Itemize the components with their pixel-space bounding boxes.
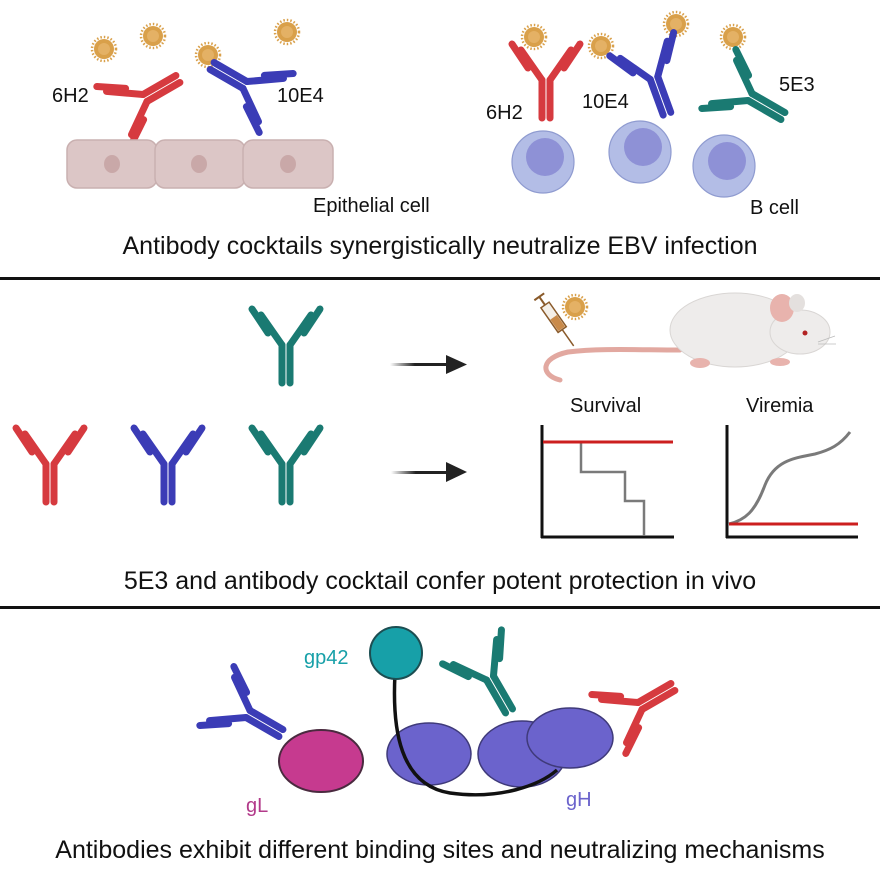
antibody-10e4-icon	[134, 428, 202, 502]
label-gh: gH	[566, 789, 592, 811]
epithelial-cells	[66, 139, 334, 189]
virus-icon	[561, 293, 589, 321]
label-6h2: 6H2	[52, 85, 89, 107]
antibody-6h2-icon	[97, 50, 195, 146]
label-epithelial-cell: Epithelial cell	[313, 195, 430, 217]
gp42-linker	[392, 673, 559, 797]
gp42-protein	[369, 626, 423, 680]
divider	[0, 606, 880, 609]
virus-icon	[719, 23, 747, 51]
label-b-cell: B cell	[750, 197, 799, 219]
label-gp42: gp42	[304, 647, 349, 669]
antibody-5e3-icon	[252, 428, 320, 502]
survival-chart	[540, 425, 674, 539]
survival-title: Survival	[570, 395, 642, 417]
antibody-5e3-icon	[252, 309, 320, 383]
viremia-chart	[725, 425, 858, 539]
virus-icon	[90, 35, 118, 63]
mouse-icon	[543, 292, 836, 383]
panel-in-vivo: Survival Viremia 5E3 and antibody cockta…	[0, 280, 880, 606]
antibody-5e3-icon	[443, 630, 539, 728]
virus-icon	[139, 22, 167, 50]
arrow-right-icon	[391, 462, 467, 482]
survival-control-line	[579, 442, 646, 536]
arrow-right-icon	[390, 355, 467, 374]
viremia-control-curve	[728, 431, 852, 526]
syringe-icon	[533, 292, 575, 347]
antibody-6h2-icon	[16, 428, 84, 502]
caption-binding-sites: Antibodies exhibit different binding sit…	[55, 836, 825, 864]
divider	[0, 277, 880, 280]
panel-synergy: 6H2 10E4 Epithelial cell 6H2 10E4 5E3 B …	[0, 0, 880, 275]
panel3-illustration	[0, 626, 880, 797]
label-5e3: 5E3	[779, 74, 815, 96]
label-10e4: 10E4	[277, 85, 324, 107]
label-gl: gL	[246, 795, 269, 817]
viremia-title: Viremia	[746, 395, 814, 417]
virus-icon	[273, 18, 301, 46]
label-6h2: 6H2	[486, 102, 523, 124]
gh-complex	[386, 707, 614, 788]
panel-binding-sites: gp42 gL gH Antibodies exhibit different …	[0, 610, 880, 880]
label-10e4: 10E4	[582, 91, 629, 113]
caption-synergy: Antibody cocktails synergistically neutr…	[122, 232, 758, 260]
antibody-5e3-icon	[702, 50, 800, 146]
panel1-illustration	[66, 10, 880, 198]
gl-protein	[278, 729, 364, 793]
caption-in-vivo: 5E3 and antibody cocktail confer potent …	[123, 567, 757, 595]
panel2-illustration	[0, 292, 858, 539]
b-cells	[511, 120, 756, 198]
virus-icon	[520, 23, 548, 51]
